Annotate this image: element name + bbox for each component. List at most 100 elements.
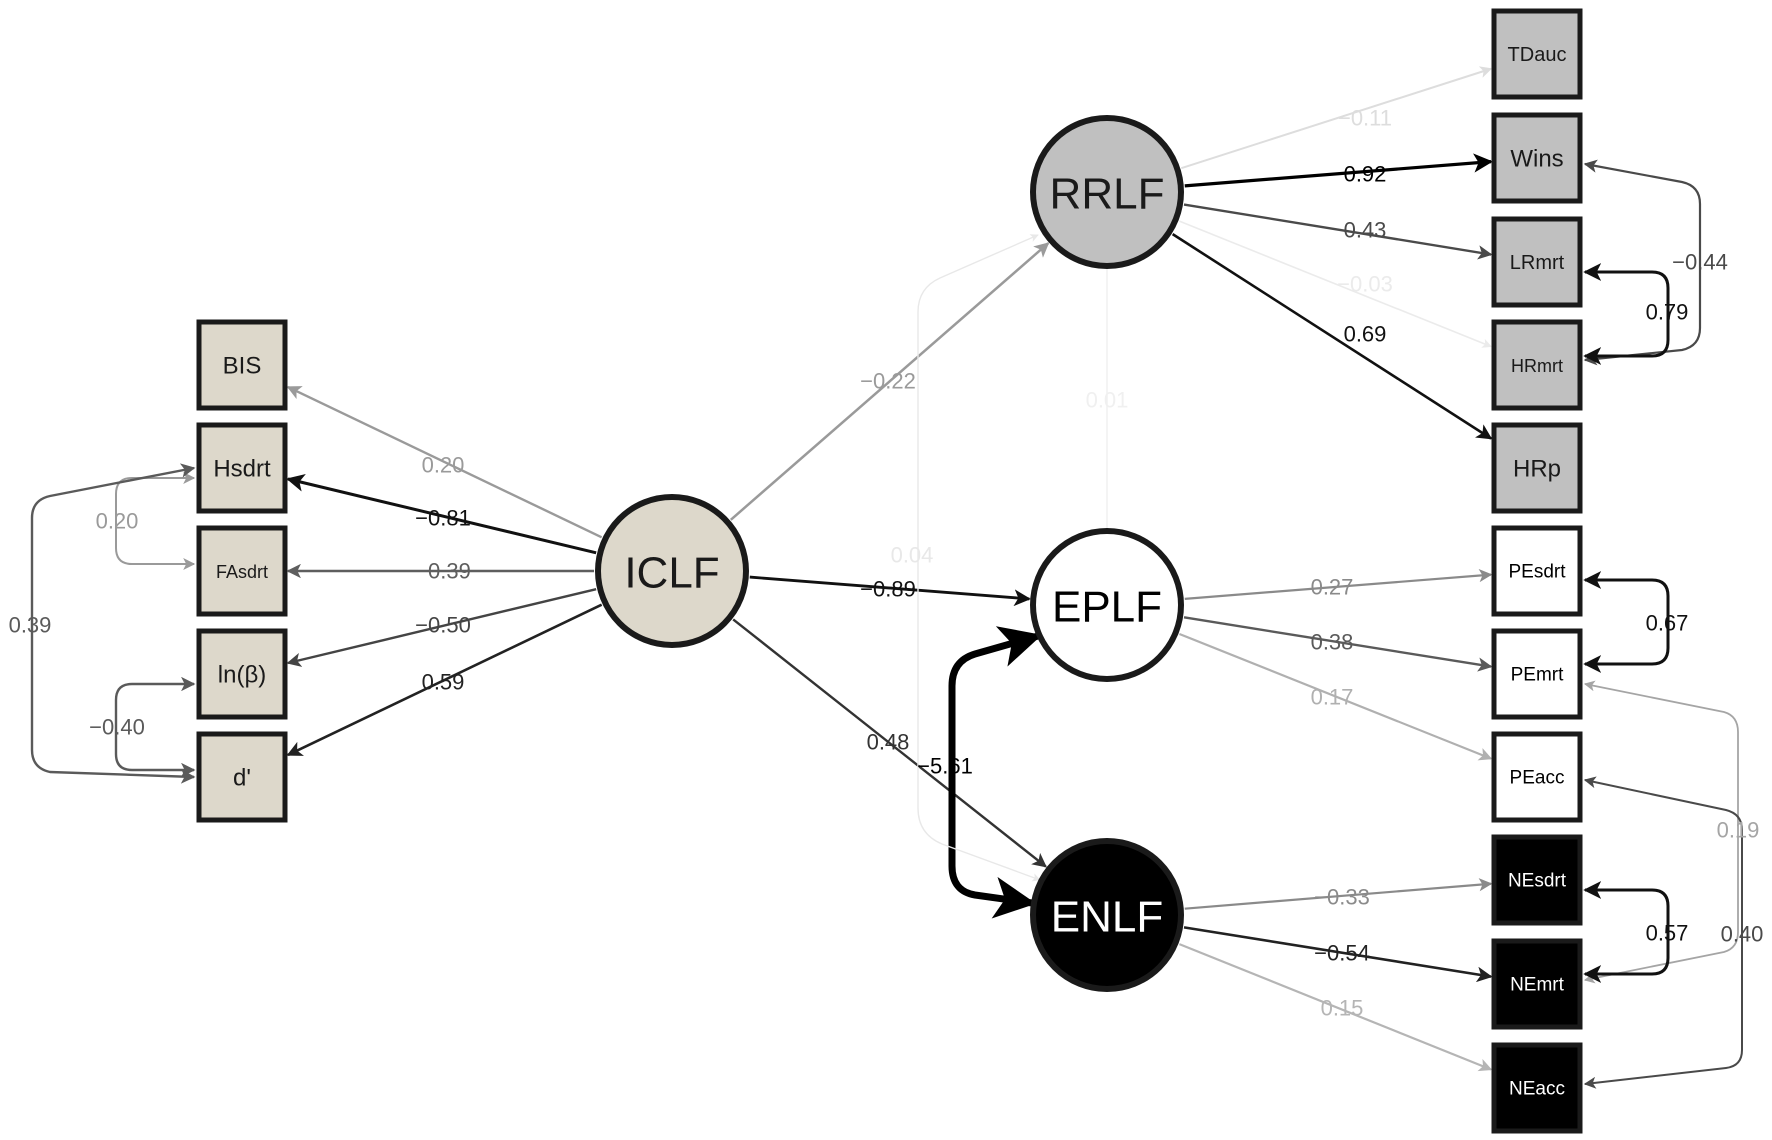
observed-label: NEmrt — [1510, 975, 1565, 996]
path-rrlf-to-hrmrt — [1179, 220, 1492, 348]
observed-hrmrt: HRmrt — [1491, 319, 1583, 411]
observed-label: NEsdrt — [1508, 871, 1567, 892]
path-iclf-to-lnb — [286, 588, 597, 667]
path-enlf-to-neacc — [1178, 943, 1493, 1072]
covariance-coefficient-lrmrt-hrmrt: 0.79 — [1646, 300, 1689, 325]
observed-wins: Wins — [1491, 112, 1583, 204]
path-rrlf-to-lrmrt — [1183, 203, 1493, 260]
observed-box — [196, 525, 288, 617]
observed-label: HRmrt — [1511, 356, 1563, 376]
path-iclf-to-bis — [286, 385, 603, 539]
latent-circle — [1030, 528, 1184, 682]
covariance-lrmrt-hrmrt — [1583, 263, 1670, 365]
covariance-eplf-enlf — [948, 626, 1043, 919]
observed-label: d' — [233, 765, 251, 792]
observed-box — [1491, 731, 1583, 823]
path-edges — [30, 66, 1743, 1089]
latent-circle — [595, 494, 749, 648]
path-eplf-to-peacc — [1179, 632, 1493, 761]
latent-label: RRLF — [1050, 170, 1165, 219]
observed-box — [196, 319, 288, 411]
covariance-peacc-neacc — [1583, 776, 1743, 1089]
observed-pemrt: PEmrt — [1491, 628, 1583, 720]
covariance-hsdrt-dprime — [30, 463, 196, 784]
coefficient-labels: 0.20−0.81−0.39−0.500.59−0.22−0.890.48−0.… — [9, 106, 1764, 1021]
covariance-coefficient-peacc-neacc: 0.40 — [1721, 922, 1764, 947]
path-iclf-to-hsdrt — [286, 474, 597, 555]
observed-label: HRp — [1513, 456, 1561, 483]
observed-hsdrt: Hsdrt — [196, 422, 288, 514]
path-coefficient-iclf-enlf: 0.48 — [867, 730, 910, 755]
latent-iclf: ICLF — [595, 494, 749, 648]
covariance-coefficient-lnb-dprime: −0.40 — [89, 715, 145, 740]
path-coefficient-iclf-bis: 0.20 — [422, 453, 465, 478]
path-coefficient-eplf-peacc: 0.17 — [1311, 685, 1354, 710]
path-coefficient-rrlf-hrmrt: −0.03 — [1337, 272, 1393, 297]
observed-box — [1491, 422, 1583, 514]
observed-bis: BIS — [196, 319, 288, 411]
latent-circle — [1030, 838, 1184, 992]
path-coefficient-rrlf-lrmrt: 0.43 — [1344, 218, 1387, 243]
covariance-coefficient-pesdrt-pemrt: 0.67 — [1646, 611, 1689, 636]
path-rrlf-to-tdauc — [1180, 66, 1493, 170]
observed-box — [1491, 628, 1583, 720]
latent-label: ICLF — [624, 549, 719, 598]
observed-box — [1491, 834, 1583, 926]
observed-label: LRmrt — [1510, 252, 1565, 274]
path-coefficient-eplf-pemrt: 0.38 — [1311, 630, 1354, 655]
latent-label: EPLF — [1052, 583, 1162, 632]
path-coefficient-iclf-dprime: 0.59 — [422, 670, 465, 695]
covariance-coefficient-rrlf-enlf: 0.04 — [891, 543, 934, 568]
observed-dprime: d' — [196, 731, 288, 823]
observed-label: Hsdrt — [213, 456, 271, 483]
observed-pesdrt: PEsdrt — [1491, 525, 1583, 617]
observed-hrp: HRp — [1491, 422, 1583, 514]
latent-circle — [1030, 115, 1184, 269]
observed-peacc: PEacc — [1491, 731, 1583, 823]
observed-label: FAsdrt — [216, 562, 268, 582]
path-coefficient-enlf-nesdrt: −0.33 — [1314, 885, 1370, 910]
observed-nemrt: NEmrt — [1491, 938, 1583, 1030]
covariance-coefficient-rrlf-eplf: 0.01 — [1086, 388, 1129, 413]
covariance-coefficient-nesdrt-nemrt: 0.57 — [1646, 921, 1689, 946]
observed-label: ln(β) — [218, 662, 266, 689]
observed-label: BIS — [223, 353, 262, 380]
covariance-coefficient-hsdrt-dprime: 0.39 — [9, 613, 52, 638]
path-eplf-to-pesdrt — [1184, 568, 1493, 600]
covariance-coefficient-eplf-enlf: −5.61 — [917, 754, 973, 779]
path-iclf-to-eplf — [749, 575, 1031, 607]
path-coefficient-iclf-fasdrt: −0.39 — [415, 559, 471, 584]
observed-box — [1491, 319, 1583, 411]
covariance-hsdrt-fasdrt — [115, 472, 196, 570]
observed-lnb: ln(β) — [196, 628, 288, 720]
observed-box — [1491, 112, 1583, 204]
observed-tdauc: TDauc — [1491, 8, 1583, 100]
observed-box — [1491, 938, 1583, 1030]
observed-label: PEmrt — [1511, 665, 1565, 686]
observed-neacc: NEacc — [1491, 1042, 1583, 1134]
path-coefficient-iclf-rrlf: −0.22 — [860, 369, 916, 394]
covariance-pemrt-nemrt — [1583, 680, 1739, 984]
covariance-wins-hrmrt — [1583, 159, 1702, 366]
observed-label: PEsdrt — [1508, 562, 1566, 583]
path-enlf-to-nemrt — [1183, 926, 1493, 983]
covariance-lnb-dprime — [114, 676, 196, 778]
observed-box — [1491, 216, 1583, 308]
path-coefficient-iclf-hsdrt: −0.81 — [415, 506, 471, 531]
observed-label: Wins — [1510, 146, 1563, 173]
path-coefficient-enlf-nemrt: −0.54 — [1314, 941, 1370, 966]
observed-box — [1491, 8, 1583, 100]
observed-fasdrt: FAsdrt — [196, 525, 288, 617]
latent-label: ENLF — [1051, 893, 1163, 942]
observed-box — [1491, 1042, 1583, 1134]
observed-box — [1491, 525, 1583, 617]
covariance-pesdrt-pemrt — [1583, 571, 1670, 673]
observed-label: TDauc — [1508, 44, 1567, 66]
observed-nesdrt: NEsdrt — [1491, 834, 1583, 926]
path-eplf-to-pemrt — [1183, 616, 1493, 672]
covariance-nesdrt-nemrt — [1583, 881, 1670, 983]
path-coefficient-rrlf-tdauc: −0.11 — [1338, 106, 1392, 131]
path-coefficient-rrlf-hrp: 0.69 — [1344, 322, 1387, 347]
covariance-coefficient-wins-hrmrt: −0.44 — [1672, 250, 1728, 275]
